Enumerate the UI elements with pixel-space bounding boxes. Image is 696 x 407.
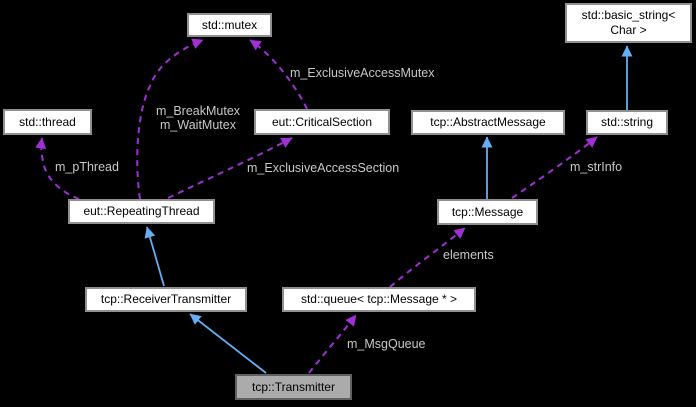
edge-label-m-strinfo: m_strInfo bbox=[570, 160, 623, 174]
edge-label-m-exclusiveaccesssection: m_ExclusiveAccessSection bbox=[247, 161, 400, 175]
edge-usage-elements bbox=[389, 227, 466, 288]
node-eut-criticalsection[interactable]: eut::CriticalSection bbox=[254, 109, 390, 135]
edge-usage-m-exclusiveaccesssection bbox=[167, 137, 293, 199]
edge-label-m-exclusiveaccessmutex: m_ExclusiveAccessMutex bbox=[290, 66, 435, 80]
node-std-thread[interactable]: std::thread bbox=[3, 109, 92, 135]
edge-inherit-transmitter-to-receivertransmitter bbox=[189, 313, 267, 374]
edge-usage-m-pthread bbox=[35, 137, 80, 200]
edge-usage-m-exclusiveaccessmutex bbox=[249, 39, 308, 110]
edge-label-elements: elements bbox=[443, 248, 494, 262]
node-std-string[interactable]: std::string bbox=[586, 110, 668, 135]
node-tcp-message[interactable]: tcp::Message bbox=[437, 199, 538, 225]
edge-label-m-pthread: m_pThread bbox=[55, 160, 119, 174]
node-std-basic-string[interactable]: std::basic_string< Char > bbox=[565, 3, 692, 43]
node-tcp-abstractmessage[interactable]: tcp::AbstractMessage bbox=[411, 110, 565, 135]
edge-inherit-receivertransmitter-to-repeatingthread bbox=[144, 226, 165, 287]
edge-label-m-msgqueue: m_MsgQueue bbox=[347, 337, 426, 351]
node-tcp-transmitter-focus: tcp::Transmitter bbox=[235, 374, 352, 400]
node-tcp-receivertransmitter[interactable]: tcp::ReceiverTransmitter bbox=[85, 287, 247, 312]
node-eut-repeatingthread[interactable]: eut::RepeatingThread bbox=[68, 199, 215, 224]
node-std-queue[interactable]: std::queue< tcp::Message * > bbox=[282, 287, 476, 312]
node-std-mutex[interactable]: std::mutex bbox=[187, 13, 272, 37]
edge-usage-m-msgqueue bbox=[308, 314, 357, 374]
edge-label-m-breakmutex-waitmutex: m_BreakMutex m_WaitMutex bbox=[155, 104, 241, 133]
edge-usage-m-breakmutex-waitmutex bbox=[136, 38, 204, 200]
